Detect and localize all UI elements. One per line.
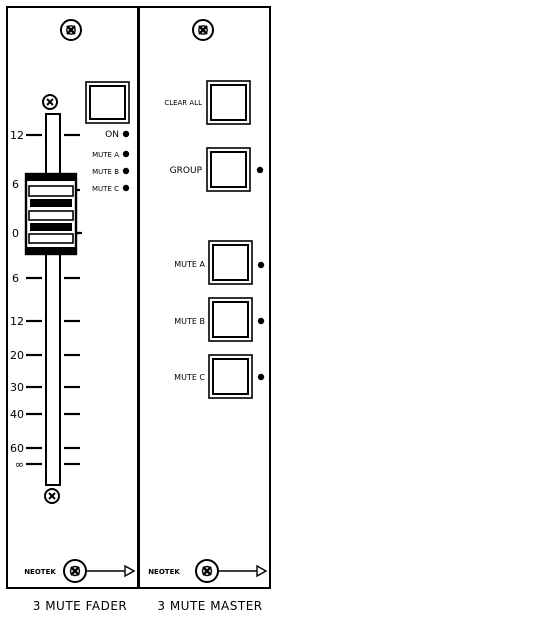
scale-label: 6 [12,272,19,285]
indicator-label-mute-b: MUTE B [92,168,119,176]
on-button[interactable] [85,81,130,124]
arrow-right-icon [86,564,136,578]
indicator-label-mute-c: MUTE C [92,185,119,193]
fader-screw-icon [42,94,58,110]
scale-label: 12 [10,129,24,142]
indicator-label-mute-a: MUTE A [92,151,119,159]
led-mute-b [122,167,130,175]
led-mute-b-master [257,317,265,325]
scale-label: 60 [10,442,24,455]
led-on [122,130,130,138]
arrow-right-icon [218,564,268,578]
clear-all-button[interactable] [206,80,251,125]
mute-c-label: MUTE C [174,373,205,382]
mute-c-button[interactable] [208,354,253,399]
fader-footer: NEOTEK [24,559,136,583]
scale-label: 6 [12,178,19,191]
fader-slot [45,113,61,486]
led-mute-c [122,184,130,192]
mute-a-label: MUTE A [174,260,205,269]
indicator-label-on: ON [105,130,119,140]
led-group [256,166,264,174]
led-mute-a [122,150,130,158]
fader-scale-labels: 12 6 0 6 12 20 30 40 60 ∞ [10,129,24,471]
master-footer: NEOTEK [148,559,268,583]
master-panel-caption: 3 MUTE MASTER [157,599,262,613]
mute-a-button[interactable] [208,240,253,285]
fader-screw-icon [44,488,60,504]
scale-label: 20 [10,349,24,362]
led-mute-c-master [257,373,265,381]
scale-label: 12 [10,315,24,328]
fader-indicators: ON MUTE A MUTE B MUTE C [92,130,130,193]
fader-panel-caption: 3 MUTE FADER [33,599,127,613]
clear-all-label: CLEAR ALL [164,99,202,107]
mount-screw-icon [192,19,214,41]
scale-label: 30 [10,381,24,394]
scale-label: 0 [12,227,19,240]
mount-screw-icon [63,559,87,583]
scale-label: 40 [10,408,24,421]
mute-b-label: MUTE B [174,317,205,326]
master-panel [138,6,271,589]
brand-logo: NEOTEK [148,568,180,576]
group-label: GROUP [170,166,203,176]
mount-screw-icon [195,559,219,583]
mount-screw-icon [60,19,82,41]
scale-label: ∞ [15,458,24,471]
brand-logo: NEOTEK [24,568,56,576]
mute-b-button[interactable] [208,297,253,342]
fader-knob[interactable] [24,172,82,256]
led-mute-a-master [257,261,265,269]
group-button[interactable] [206,147,251,192]
